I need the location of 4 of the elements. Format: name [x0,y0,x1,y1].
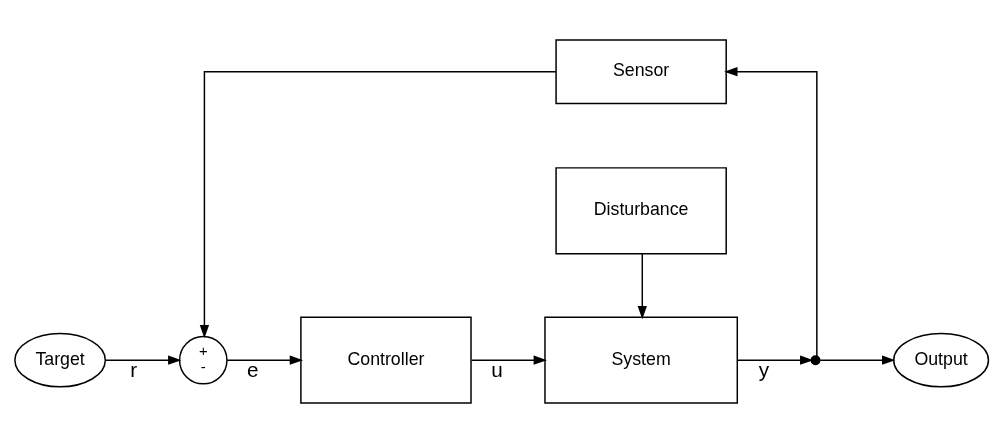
edge-label: y [758,357,770,381]
edge-label: r [130,357,138,381]
edge-label: u [491,357,503,381]
edge-label: e [247,357,259,381]
